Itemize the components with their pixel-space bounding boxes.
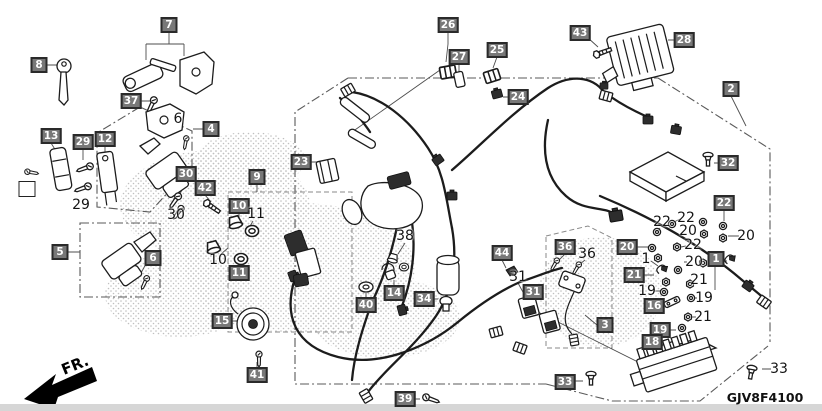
part-label-22: 22 <box>713 195 735 211</box>
part-label-5: 5 <box>51 244 69 260</box>
part-label-11: 11 <box>228 265 250 281</box>
part-number-29: 29 <box>72 197 90 213</box>
part-number-22: 22 <box>653 214 671 230</box>
part-number-33: 33 <box>770 361 788 377</box>
part-label-15: 15 <box>211 313 233 329</box>
part-label-42: 42 <box>194 180 216 196</box>
part-label-37: 37 <box>120 93 142 109</box>
part-label-25: 25 <box>486 42 508 58</box>
part-label-32: 32 <box>717 155 739 171</box>
part-label-43: 43 <box>569 25 591 41</box>
part-label-2: 2 <box>722 81 740 97</box>
part-label-31: 31 <box>522 284 544 300</box>
part-label-14: 14 <box>383 285 405 301</box>
grommet-set-drawing <box>204 214 322 288</box>
part-label-8: 8 <box>30 57 48 73</box>
component-drawings <box>23 23 759 406</box>
part-label-1: 1 <box>707 251 725 267</box>
diagram-code: GJV8F4100 <box>727 390 804 405</box>
small-connectors-drawing <box>438 64 504 100</box>
part-label-27: 27 <box>448 49 470 65</box>
part-label-40: 40 <box>355 297 377 313</box>
harness-fittings-drawing <box>358 252 759 406</box>
part-label-12: 12 <box>94 131 116 147</box>
part-number-30: 30 <box>167 207 185 223</box>
part-number-22: 22 <box>684 237 702 253</box>
part-label-21: 21 <box>623 267 645 283</box>
part-number-36: 36 <box>578 246 596 262</box>
part-number-6: 6 <box>173 111 183 127</box>
part-label-13: 13 <box>40 128 62 144</box>
relay-23-drawing <box>315 157 340 184</box>
part-label-7: 7 <box>160 17 178 33</box>
part-number-11: 11 <box>247 206 265 222</box>
part-label-34: 34 <box>413 291 435 307</box>
part-number-20: 20 <box>679 223 697 239</box>
part-label-9: 9 <box>248 169 266 185</box>
part-label-18: 18 <box>641 334 663 350</box>
part-label-24: 24 <box>507 89 529 105</box>
switch-31-drawing <box>505 265 561 334</box>
fuse-box-drawing <box>629 329 718 393</box>
condenser-drawing <box>436 254 460 296</box>
part-label-36: 36 <box>554 239 576 255</box>
part-label-20: 20 <box>616 239 638 255</box>
part-label-3: 3 <box>596 317 614 333</box>
part-label-33: 33 <box>554 374 576 390</box>
part-label-16: 16 <box>643 298 665 314</box>
key-drawing <box>56 58 72 106</box>
region-boundary-lines <box>79 77 771 402</box>
part-label-28: 28 <box>673 32 695 48</box>
part-label-23: 23 <box>290 154 312 170</box>
part-number-31: 31 <box>509 269 527 285</box>
part-number-19: 19 <box>695 290 713 306</box>
lock-set-drawing <box>122 51 215 115</box>
part-label-39: 39 <box>394 391 416 407</box>
part-label-26: 26 <box>437 17 459 33</box>
part-label-30: 30 <box>175 166 197 182</box>
ignition-switch-drawing <box>101 231 157 292</box>
part-number-10: 10 <box>209 252 227 268</box>
part-number-20: 20 <box>737 228 755 244</box>
regulator-drawing <box>591 23 675 92</box>
part-number-21: 21 <box>690 272 708 288</box>
part-number-22: 22 <box>677 210 695 226</box>
horn-drawing <box>229 291 270 368</box>
part-number-38: 38 <box>396 228 414 244</box>
part-label-41: 41 <box>246 367 268 383</box>
part-number-21: 21 <box>694 309 712 325</box>
front-direction-arrow: FR. <box>24 352 97 409</box>
part-label-29: 29 <box>72 134 94 150</box>
empty-part-label-box <box>18 181 36 197</box>
part-number-20: 20 <box>685 254 703 270</box>
handle-lock-group-drawing <box>23 103 223 222</box>
part-number-1: 1 <box>641 251 651 267</box>
ecu-drawing <box>628 151 714 203</box>
footer-bar <box>0 404 822 411</box>
wire-harness-drawing <box>287 77 773 405</box>
part-number-19: 19 <box>638 283 656 299</box>
part-label-44: 44 <box>491 245 513 261</box>
handlebar-switch-drawing <box>339 96 423 230</box>
sidestand-switch-drawing <box>548 256 586 347</box>
part-label-6: 6 <box>144 250 162 266</box>
part-label-10: 10 <box>228 198 250 214</box>
part-label-4: 4 <box>202 121 220 137</box>
